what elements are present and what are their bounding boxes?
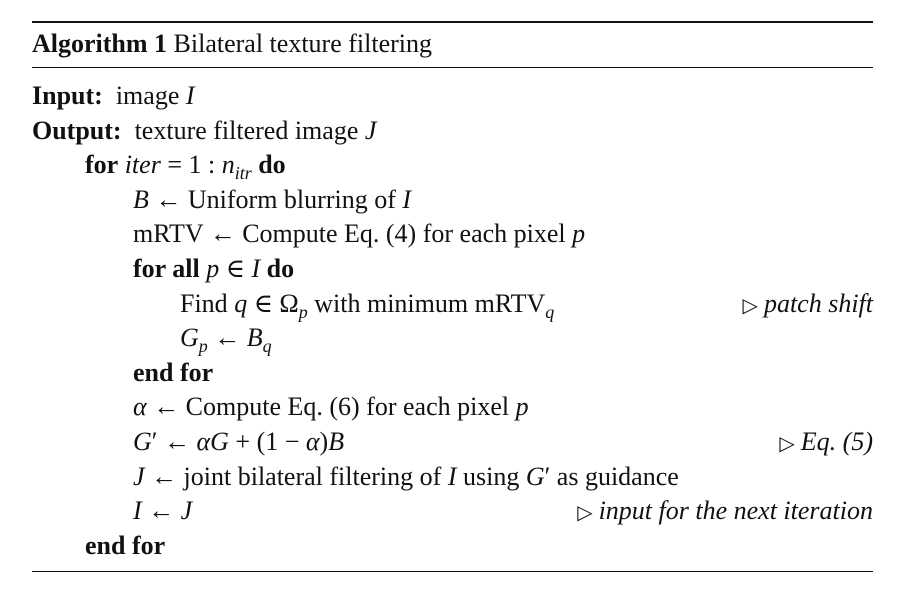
text: ← Compute Eq. (6) for each pixel bbox=[146, 392, 516, 422]
algorithm-line: for all p ∈ I do bbox=[32, 252, 873, 286]
algorithm-line: Find q ∈ Ωp with minimum mRTVq▷patch shi… bbox=[32, 287, 873, 323]
line-content: end for bbox=[85, 531, 165, 560]
math-symbol: α bbox=[133, 392, 147, 422]
keyword: for bbox=[85, 150, 119, 180]
math-symbol: αG bbox=[196, 427, 229, 456]
line-comment: ▷Eq. (5) bbox=[779, 425, 873, 461]
math-symbol: G bbox=[180, 323, 199, 353]
keyword: do bbox=[266, 254, 295, 283]
line-content: mRTV ← Compute Eq. (4) for each pixel p bbox=[133, 219, 585, 248]
bottom-rule bbox=[32, 571, 873, 573]
keyword: end for bbox=[85, 530, 166, 560]
text: ′ ← bbox=[151, 427, 197, 456]
text: = 1 : bbox=[160, 150, 222, 180]
line-content: Output: texture filtered image J bbox=[32, 116, 376, 145]
comment-triangle-icon: ▷ bbox=[577, 502, 593, 525]
comment-triangle-icon: ▷ bbox=[779, 433, 795, 455]
math-symbol: I bbox=[402, 184, 412, 214]
keyword: Input: bbox=[32, 81, 103, 110]
algorithm-line: α ← Compute Eq. (6) for each pixel p bbox=[32, 390, 873, 424]
math-symbol: q bbox=[545, 301, 555, 322]
line-content: end for bbox=[133, 358, 213, 387]
math-symbol: G bbox=[525, 461, 545, 491]
text: image bbox=[102, 81, 186, 110]
text: mRTV ← Compute Eq. (4) for each pixel bbox=[133, 219, 573, 249]
text: Find bbox=[180, 288, 235, 318]
caption-rule bbox=[32, 67, 873, 69]
line-content: G′ ← αG + (1 − α)B bbox=[133, 427, 344, 456]
text: with minimum mRTV bbox=[307, 288, 546, 318]
algorithm-title: Bilateral texture filtering bbox=[173, 29, 432, 58]
math-symbol: B bbox=[246, 323, 263, 353]
algorithm-caption: Algorithm 1 Bilateral texture filtering bbox=[32, 28, 432, 60]
math-symbol: p bbox=[206, 254, 220, 283]
algorithm-line: end for bbox=[32, 529, 873, 563]
text: using bbox=[456, 461, 526, 491]
comment-triangle-icon: ▷ bbox=[742, 294, 758, 317]
comment-text: Eq. (5) bbox=[800, 427, 873, 456]
line-content: for iter = 1 : nitr do bbox=[85, 150, 286, 183]
math-symbol: I bbox=[251, 254, 261, 283]
text: ← Uniform blurring of bbox=[148, 184, 403, 214]
math-symbol: p bbox=[298, 301, 308, 322]
top-rule bbox=[32, 21, 873, 23]
line-comment: ▷input for the next iteration bbox=[577, 494, 873, 530]
line-content: for all p ∈ I do bbox=[133, 254, 294, 283]
text: ∈ bbox=[219, 254, 252, 283]
algorithm-label: Algorithm 1 bbox=[32, 29, 168, 58]
algorithm-line: for iter = 1 : nitr do bbox=[32, 148, 873, 183]
comment-text: input for the next iteration bbox=[598, 496, 873, 526]
math-symbol: I bbox=[185, 81, 195, 110]
math-symbol: p bbox=[198, 336, 208, 357]
text: ′ as guidance bbox=[544, 461, 679, 491]
math-symbol: I bbox=[133, 496, 142, 526]
text: ← bbox=[141, 496, 181, 526]
math-symbol: G bbox=[133, 427, 152, 456]
keyword: do bbox=[258, 150, 286, 180]
math-symbol: B bbox=[328, 427, 345, 456]
algorithm-line: B ← Uniform blurring of I bbox=[32, 183, 873, 217]
keyword: for all bbox=[133, 254, 200, 283]
line-content: B ← Uniform blurring of I bbox=[133, 185, 411, 214]
math-symbol: J bbox=[364, 115, 377, 145]
math-symbol: I bbox=[447, 461, 457, 491]
keyword: end for bbox=[133, 357, 214, 387]
line-content: I ← J bbox=[133, 496, 192, 525]
text: + (1 − bbox=[228, 427, 306, 456]
math-symbol: q bbox=[234, 288, 248, 318]
text: texture filtered image bbox=[121, 115, 365, 145]
line-content: Gp ← Bq bbox=[180, 323, 272, 356]
math-symbol: α bbox=[305, 427, 320, 456]
text: ← bbox=[207, 323, 247, 353]
line-comment: ▷patch shift bbox=[743, 287, 873, 323]
line-content: Input: image I bbox=[32, 81, 195, 110]
math-symbol: p bbox=[572, 219, 586, 249]
algorithm-line: end for bbox=[32, 356, 873, 390]
algorithm-line: mRTV ← Compute Eq. (4) for each pixel p bbox=[32, 217, 873, 251]
math-symbol: iter bbox=[124, 150, 161, 180]
math-symbol: itr bbox=[234, 163, 252, 184]
comment-text: patch shift bbox=[763, 288, 873, 318]
line-content: Find q ∈ Ωp with minimum mRTVq bbox=[180, 288, 554, 322]
math-symbol: n bbox=[221, 150, 235, 180]
text: ) bbox=[319, 427, 329, 456]
algorithm-line: G′ ← αG + (1 − α)B ▷Eq. (5) bbox=[32, 425, 873, 459]
math-symbol: q bbox=[262, 336, 272, 357]
algorithm-line: Gp ← Bq bbox=[32, 321, 873, 356]
math-symbol: B bbox=[133, 184, 149, 214]
math-symbol: J bbox=[133, 461, 145, 491]
algorithm-line: Input: image I bbox=[32, 79, 873, 113]
keyword: Output: bbox=[32, 115, 122, 145]
math-symbol: p bbox=[515, 392, 529, 422]
text: ∈ Ω bbox=[247, 288, 299, 318]
line-content: α ← Compute Eq. (6) for each pixel p bbox=[133, 392, 529, 421]
math-symbol: J bbox=[180, 496, 193, 526]
text: ← joint bilateral filtering of bbox=[144, 461, 448, 491]
algorithm-line: Output: texture filtered image J bbox=[32, 114, 873, 148]
line-content: J ← joint bilateral filtering of I using… bbox=[133, 462, 679, 491]
algorithm-line: J ← joint bilateral filtering of I using… bbox=[32, 460, 873, 494]
algorithm-line: I ← J ▷input for the next iteration bbox=[32, 494, 873, 528]
